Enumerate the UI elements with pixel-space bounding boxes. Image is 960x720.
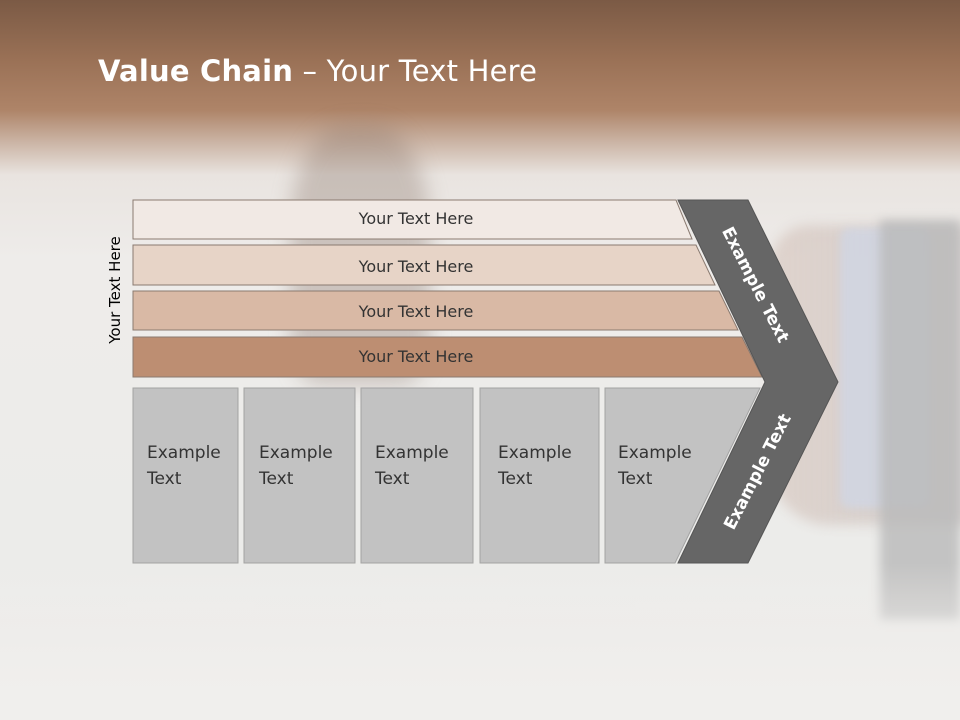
column-5-line2: Text [618,469,653,489]
band-3-shape[interactable] [132,290,739,331]
diagram-reflection: Example Text Example Text Example Text E… [0,563,960,720]
column-1-shape[interactable] [132,387,239,564]
column-3-label: Example Text [375,440,449,492]
title-rest: – Your Text Here [293,54,538,88]
column-5-label: Example Text [618,440,692,492]
column-1-label: Example Text [147,440,221,492]
column-2-label: Example Text [259,440,333,492]
column-2-line2: Text [259,469,294,489]
column-4-shape[interactable] [479,387,600,564]
column-1-line2: Text [147,469,182,489]
column-4-label: Example Text [498,440,572,492]
reflection-fade [0,563,960,720]
column-2-shape[interactable] [243,387,356,564]
band-1-shape[interactable] [132,199,693,240]
column-3-shape[interactable] [360,387,474,564]
band-1-label: Your Text Here [358,209,474,228]
column-3-line2: Text [375,469,410,489]
column-4-line1: Example [498,443,572,463]
band-2-shape[interactable] [132,244,716,286]
column-3-line1: Example [375,443,449,463]
background-suit-sleeve [880,220,960,620]
column-2-line1: Example [259,443,333,463]
band-4-shape[interactable] [132,336,763,378]
column-5-line1: Example [618,443,692,463]
column-1-line1: Example [147,443,221,463]
column-4-line2: Text [498,469,533,489]
slide-title: Value Chain – Your Text Here [98,54,537,88]
band-3-label: Your Text Here [358,302,474,321]
band-2-label: Your Text Here [358,257,474,276]
title-bold: Value Chain [98,54,294,88]
band-4-label: Your Text Here [358,347,474,366]
